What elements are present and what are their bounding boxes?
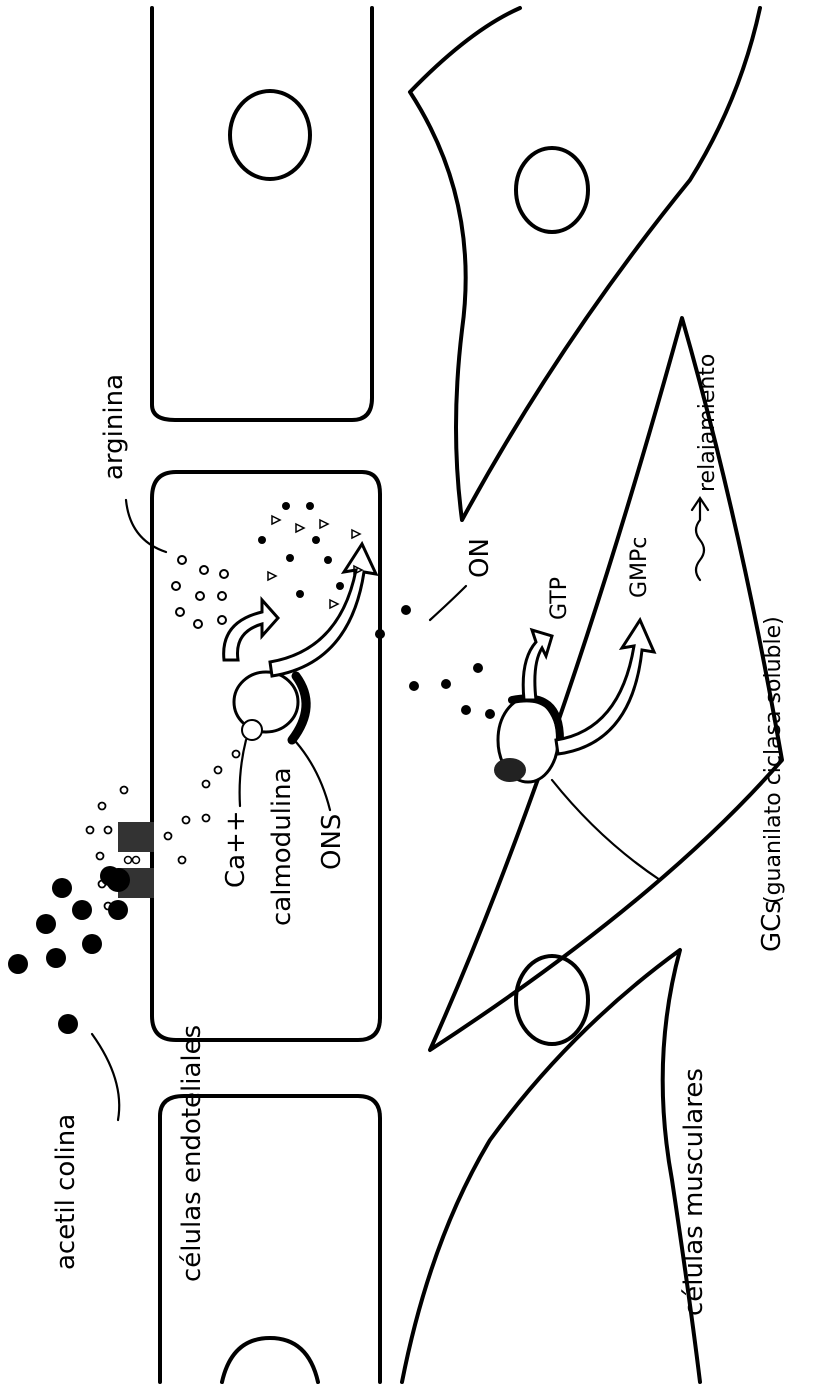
no-output-arrow [270,544,376,676]
endothelial-cell-top [152,8,372,420]
label-ons: ONS [317,814,347,870]
endothelial-nucleus-top [230,91,310,179]
label-arginina: arginina [99,374,129,480]
no-and-citrulline [258,502,362,608]
arginine-molecules [172,556,228,628]
arginine-pointer-line [126,500,166,552]
acetylcholine-pointer-line [92,1034,119,1120]
gtp-input-arrow [523,630,552,700]
label-gmpc: GMPc [627,537,652,598]
gcs-pointer-line [552,780,660,880]
label-on: ON [465,538,495,578]
muscle-nucleus-3 [516,956,588,1044]
guanylate-cyclase-enzyme [494,698,560,782]
label-endoteliales: células endoteliales [177,1025,207,1282]
no-diffusing [375,605,495,719]
label-calcio: Ca++ [221,810,251,888]
label-relajamiento: relajamiento [695,354,720,492]
calmodulin-pointer-line [240,740,246,806]
ons-enzyme [234,672,306,740]
muscle-cell-2 [430,318,782,1050]
acetylcholine-molecules [8,866,128,1034]
label-gtp: GTP [547,577,572,620]
label-acetilcolina: acetil colina [51,1114,81,1270]
receptor-channel [106,822,154,898]
on-pointer-line [430,586,466,620]
arginine-input-arrow [224,600,278,660]
label-gcs-desc: (guanilato ciclasa soluble) [761,616,786,904]
endothelial-nucleus-bottom [222,1338,318,1382]
label-gcs: GCs [757,900,787,952]
label-calmodulina: calmodulina [267,767,297,926]
endothelial-cell-middle [152,472,380,1040]
ons-pointer-line [296,742,330,810]
muscle-nucleus-1 [516,148,588,232]
label-musculares: células musculares [679,1068,709,1316]
relaxation-wavy-arrow [692,498,708,580]
